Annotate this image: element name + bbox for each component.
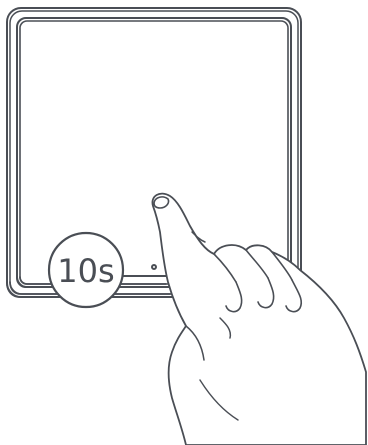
timer-label: 10s bbox=[57, 252, 114, 290]
timer-badge-icon: 10s bbox=[47, 231, 125, 309]
device-panel-overlap bbox=[6, 275, 173, 298]
hand-icon bbox=[151, 192, 367, 445]
